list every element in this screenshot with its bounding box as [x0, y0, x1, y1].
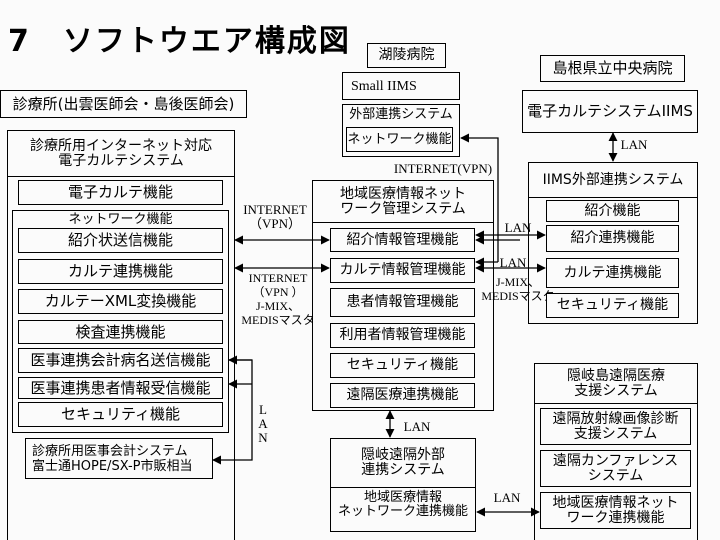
central-ehr-system: 電子カルテシステムIIMS — [522, 90, 698, 133]
center-function: カルテ情報管理機能 — [330, 258, 475, 283]
internet-vpn-top-label: INTERNET(VPN) — [393, 161, 493, 176]
iims-ext-system-title: IIMS外部連携システム — [529, 163, 697, 198]
oki-remote-function: 遠隔放射線画像診断 支援システム — [540, 408, 691, 445]
lan-label: LAN — [620, 137, 648, 152]
clinic-accounting-system: 診療所用医事会計システム 富士通HOPE/SX-P市販相当 — [25, 438, 213, 479]
clinic-function: 紹介状送信機能 — [18, 228, 223, 253]
center-system-box: 地域医療情報ネット ワーク管理システム — [312, 180, 494, 411]
iims-ext-system-box: IIMS外部連携システム — [528, 162, 698, 324]
center-function: 患者情報管理機能 — [330, 288, 475, 317]
clinic-network-title: ネットワーク機能 — [68, 212, 173, 227]
center-system-title: 地域医療情報ネット ワーク管理システム — [313, 181, 493, 223]
oki-remote-system-box: 隠岐島遠隔医療 支援システム — [534, 363, 698, 540]
oki-remote-system-title: 隠岐島遠隔医療 支援システム — [535, 364, 697, 404]
clinic-function: 医事連携会計病名送信機能 — [18, 348, 223, 373]
oki-remote-function: 遠隔カンファレンス システム — [540, 450, 691, 487]
internet-vpn-jmix-label: INTERNET （VPN ） J-MIX、 MEDISマスタ — [241, 271, 315, 327]
koryo-ext-system-box — [342, 104, 460, 157]
iims-function: カルテ連携機能 — [546, 258, 679, 288]
oki-ext-function: 地域医療情報 ネットワーク連携機能 — [337, 490, 468, 519]
clinic-lan-label: L A N — [258, 402, 268, 445]
clinic-function: 検査連携機能 — [18, 320, 223, 344]
koryo-network-function: ネットワーク機能 — [346, 127, 453, 152]
central-hospital-label: 島根県立中央病院 — [540, 55, 685, 82]
iims-function: 紹介連携機能 — [546, 225, 679, 252]
internet-vpn-label: INTERNET （VPN） — [243, 202, 307, 231]
lan-label: LAN — [403, 419, 431, 434]
koryo-ext-system-title: 外部連携システム — [349, 107, 453, 122]
clinic-system-box: 診療所用インターネット対応 電子カルテシステム — [7, 130, 235, 540]
koryo-hospital-label: 湖陵病院 — [367, 43, 446, 68]
clinic-lan-link — [212, 359, 253, 465]
page-title: 7 ソフトウエア構成図 — [8, 24, 351, 59]
oki-ext-system-title: 隠岐遠隔外部 連携システム — [331, 439, 475, 488]
center-function: 利用者情報管理機能 — [330, 323, 475, 348]
clinic-function: カルテーXML変換機能 — [18, 289, 223, 314]
center-function: 紹介情報管理機能 — [330, 228, 475, 252]
center-function: 遠隔医療連携機能 — [330, 383, 475, 408]
oki-ext-system-box: 隠岐遠隔外部 連携システム 地域医療情報 ネットワーク連携機能 — [330, 438, 476, 532]
clinic-system-title: 診療所用インターネット対応 電子カルテシステム — [8, 131, 234, 177]
small-iims-box: Small IIMS — [342, 72, 460, 100]
oki-remote-function: 地域医療情報ネット ワーク連携機能 — [540, 492, 691, 529]
clinic-function: セキュリティ機能 — [18, 402, 223, 427]
clinic-network-box — [12, 210, 229, 433]
iims-function: セキュリティ機能 — [546, 293, 679, 318]
koryo-link — [460, 133, 499, 262]
clinic-function: カルテ連携機能 — [18, 259, 223, 284]
clinic-function: 医事連携患者情報受信機能 — [18, 377, 223, 399]
clinic-label: 診療所(出雲医師会・島後医師会) — [0, 90, 247, 118]
lan-label: LAN — [493, 490, 521, 505]
iims-function: 紹介機能 — [546, 200, 679, 222]
clinic-ehr-function: 電子カルテ機能 — [18, 180, 223, 205]
center-function: セキュリティ機能 — [330, 353, 475, 378]
jmix-label: J-MIX、 MEDISマスタ — [481, 275, 555, 303]
